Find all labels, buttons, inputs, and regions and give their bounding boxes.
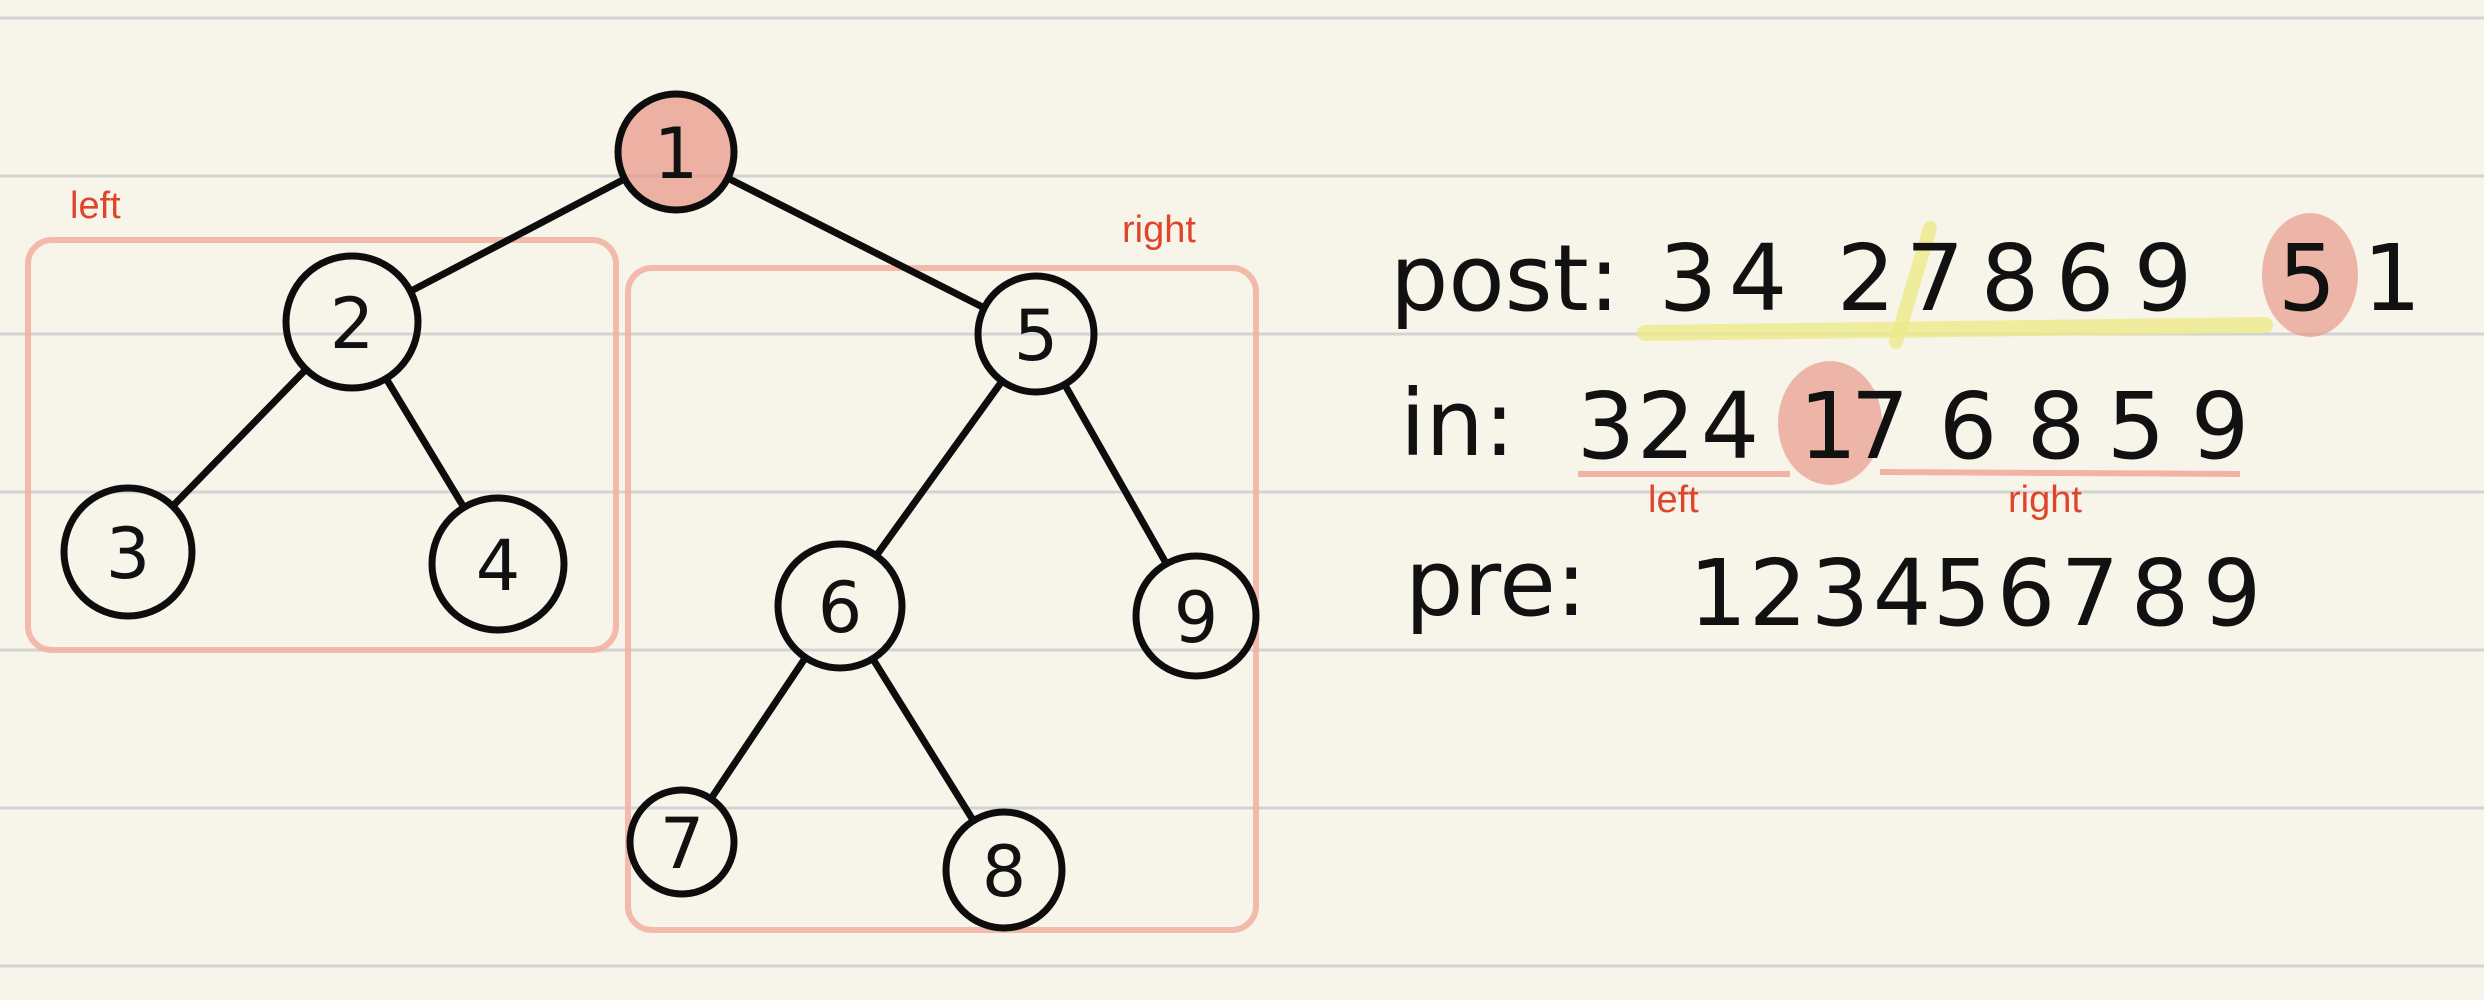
- in-digit-7: 5: [2107, 373, 2166, 480]
- node-3-label: 3: [106, 513, 151, 595]
- node-8: 8: [942, 808, 1066, 932]
- pre-digit-0: 1: [1689, 540, 1748, 647]
- post-digit-0: 3: [1659, 225, 1718, 332]
- post-digit-3: 7: [1906, 225, 1965, 332]
- post-digit-5: 6: [2056, 225, 2115, 332]
- in-digit-6: 8: [2027, 373, 2086, 480]
- in-label: in:: [1400, 370, 1515, 477]
- node-4: 4: [428, 494, 568, 634]
- ruled-lines: [0, 16, 2484, 968]
- node-4-label: 4: [476, 525, 521, 607]
- post-digit-8: 1: [2363, 225, 2422, 332]
- node-8-label: 8: [982, 831, 1027, 913]
- post-digit-4: 8: [1981, 225, 2040, 332]
- post-yellow-divider: [1889, 221, 1937, 349]
- node-1-circle: [614, 90, 738, 214]
- edge-6-7: [707, 654, 810, 803]
- pre-digit-1: 2: [1749, 540, 1808, 647]
- post-root-highlight: [2262, 213, 2358, 337]
- left-subtree-box: [25, 237, 619, 653]
- edge-1-2: [406, 175, 629, 295]
- node-4-circle: [428, 494, 568, 634]
- node-6-circle: [774, 540, 906, 672]
- tree-nodes: 1 2 3 4 5 6 7 8 9: [60, 90, 1260, 932]
- in-digit-4: 7: [1851, 373, 1910, 480]
- edge-1-5: [724, 174, 988, 312]
- node-1-label: 1: [654, 113, 699, 195]
- pre-label: pre:: [1405, 530, 1587, 637]
- edge-5-6: [872, 377, 1006, 560]
- node-2: 2: [282, 252, 422, 392]
- node-9-label: 9: [1174, 577, 1219, 659]
- pre-digit-3: 4: [1873, 540, 1932, 647]
- node-2-label: 2: [330, 283, 375, 365]
- in-digit-3: 1: [1799, 373, 1858, 480]
- node-5: 5: [974, 272, 1098, 396]
- in-root-highlight: [1778, 361, 1882, 485]
- edge-5-9: [1061, 380, 1170, 568]
- node-5-label: 5: [1014, 295, 1059, 377]
- sequence-highlights: [1578, 213, 2358, 485]
- post-digit-7: 5: [2278, 225, 2337, 332]
- pre-digit-8: 9: [2203, 540, 2262, 647]
- post-digit-6: 9: [2134, 225, 2193, 332]
- node-6-label: 6: [818, 567, 863, 649]
- right-subtree-label: right: [1122, 209, 1196, 251]
- edge-6-8: [869, 655, 977, 825]
- post-digit-1: 4: [1729, 225, 1788, 332]
- post-yellow-underline: [1637, 317, 2273, 341]
- node-2-circle: [282, 252, 422, 392]
- node-9-circle: [1132, 552, 1260, 680]
- edge-2-4: [382, 375, 468, 511]
- node-7-circle: [626, 786, 738, 898]
- node-6: 6: [774, 540, 906, 672]
- node-1-highlight: [618, 94, 734, 210]
- pre-digit-7: 8: [2131, 540, 2190, 647]
- in-left-label: left: [1648, 479, 1699, 521]
- tree-edges: [169, 174, 1170, 825]
- in-digit-5: 6: [1939, 373, 1998, 480]
- node-8-circle: [942, 808, 1066, 932]
- left-subtree-label: left: [70, 185, 121, 227]
- in-digit-1: 2: [1637, 373, 1696, 480]
- pre-digit-6: 7: [2061, 540, 2120, 647]
- edge-2-3: [169, 365, 310, 510]
- post-digit-2: 2: [1837, 225, 1896, 332]
- pre-digit-2: 3: [1811, 540, 1870, 647]
- node-9: 9: [1132, 552, 1260, 680]
- pre-digit-4: 5: [1933, 540, 1992, 647]
- in-digit-2: 4: [1701, 373, 1760, 480]
- node-3-circle: [60, 484, 196, 620]
- in-digit-8: 9: [2191, 373, 2250, 480]
- node-5-circle: [974, 272, 1098, 396]
- in-right-label: right: [2008, 479, 2082, 521]
- node-7: 7: [626, 786, 738, 898]
- in-digit-0: 3: [1577, 373, 1636, 480]
- in-right-underline: [1879, 469, 2241, 477]
- right-subtree-box: [625, 265, 1259, 933]
- node-1: 1: [614, 90, 738, 214]
- node-7-label: 7: [660, 803, 705, 885]
- node-3: 3: [60, 484, 196, 620]
- post-label: post:: [1390, 225, 1620, 332]
- pre-digit-5: 6: [1997, 540, 2056, 647]
